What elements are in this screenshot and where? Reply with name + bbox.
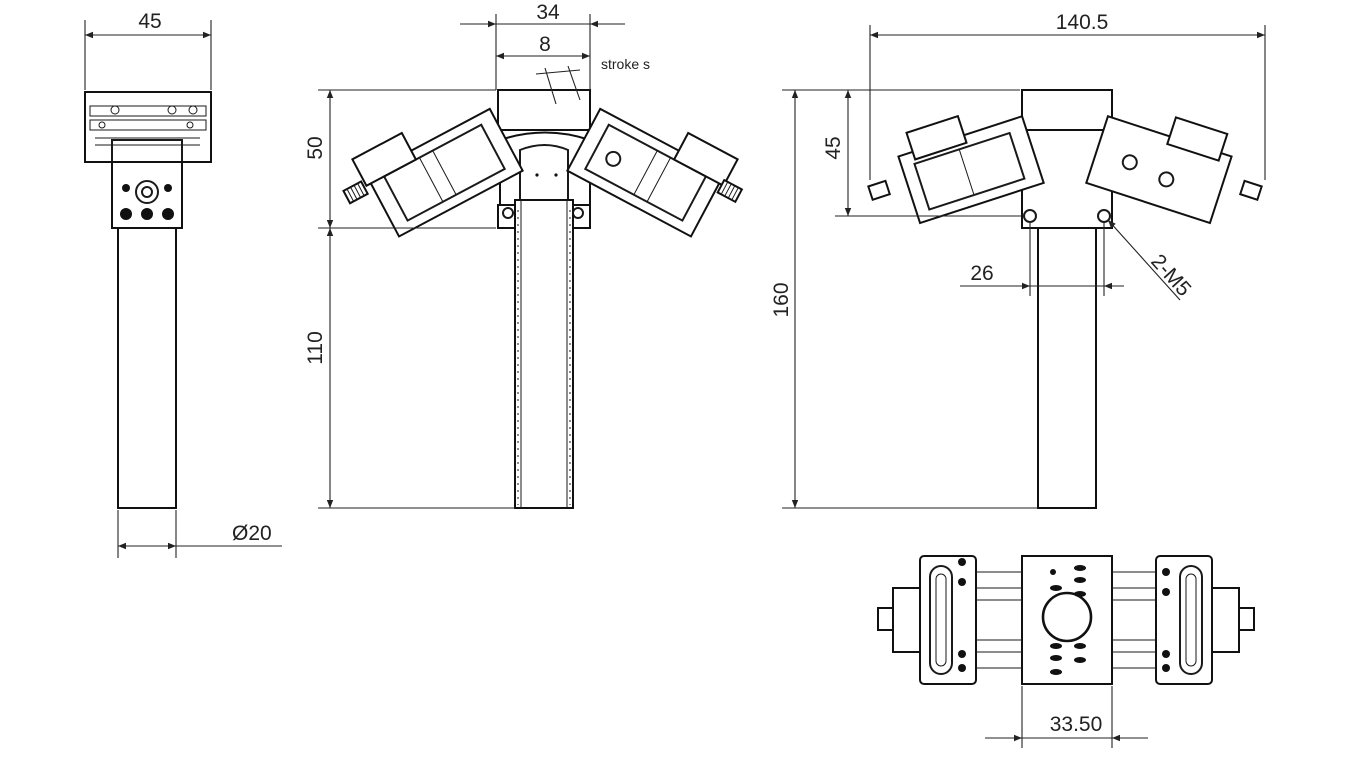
total-height-label: 160	[770, 282, 793, 317]
top-view: 33.50	[877, 555, 1255, 748]
base-width-label: 33.50	[1050, 713, 1103, 736]
open-view: 140.5 45 160 26 2-M5	[770, 11, 1266, 509]
jaw-height-label: 45	[822, 136, 845, 159]
total-span-label: 140.5	[1056, 11, 1109, 34]
thread-label: 2-M5	[1146, 250, 1195, 301]
tube-length-label: 110	[304, 331, 327, 364]
head-height-label: 50	[304, 136, 327, 159]
front-view: 34 8 stroke s 50 110	[304, 1, 744, 509]
stroke-value-label: 8	[539, 33, 551, 56]
tube-diameter-label: Ø20	[232, 522, 272, 545]
stroke-label: stroke s	[601, 56, 650, 72]
side-view: 45 Ø20	[84, 10, 282, 558]
hole-spacing-label: 26	[970, 262, 993, 285]
body-width-label: 34	[536, 1, 560, 24]
side-width-label: 45	[138, 10, 161, 33]
